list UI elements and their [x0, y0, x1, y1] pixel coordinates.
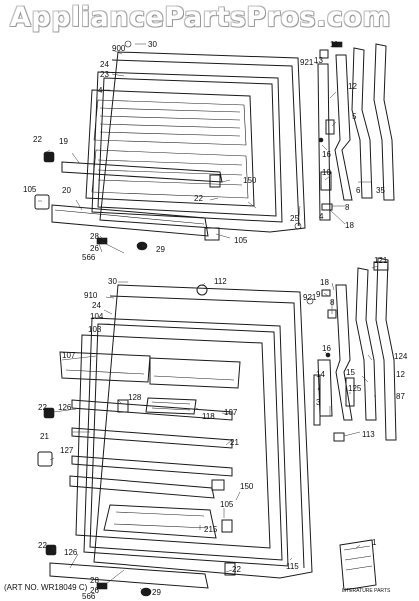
freezer-door-assembly — [34, 40, 395, 251]
callout-30-bottom: 30 — [108, 277, 117, 286]
callout-127: 127 — [60, 446, 74, 455]
callout-11: 11 — [330, 40, 339, 49]
callout-3: 3 — [316, 398, 321, 407]
callout-6: 6 — [356, 186, 361, 195]
callout-4-top: 4 — [98, 86, 103, 95]
callout-22-top-mid: 22 — [194, 194, 203, 203]
fresh-food-door-assembly — [37, 257, 397, 597]
callout-5-top: 5 — [352, 112, 357, 121]
callout-107-left: 107 — [62, 351, 76, 360]
callout-104: 104 — [90, 312, 104, 321]
leader-lines — [38, 43, 379, 593]
callout-22-bottom-upper: 22 — [38, 403, 47, 412]
callout-29-bottom: 29 — [152, 588, 161, 597]
callout-105-top-left: 105 — [23, 185, 37, 194]
callout-23: 23 — [100, 70, 109, 79]
callout-16-bottom: 16 — [322, 344, 331, 353]
callout-118: 118 — [202, 412, 215, 421]
literature-parts-label: LITERATURE PARTS — [342, 588, 391, 594]
callout-126-upper: 126 — [58, 403, 72, 412]
callout-87: 87 — [396, 392, 405, 401]
callout-22-top-left: 22 — [33, 135, 42, 144]
callout-10: 10 — [322, 168, 331, 177]
callout-12-top: 12 — [348, 82, 357, 91]
callout-30-top: 30 — [148, 40, 157, 49]
callout-4-top-right: 4 — [319, 212, 324, 221]
callout-21-left: 21 — [40, 432, 49, 441]
callout-128: 128 — [128, 393, 142, 402]
callout-910: 910 — [84, 291, 98, 300]
callout-566-bottom: 566 — [82, 592, 96, 601]
art-number: (ART NO. WR18049 C) — [4, 583, 88, 592]
callout-19: 19 — [59, 137, 68, 146]
callout-215: 215 — [204, 525, 218, 534]
callout-8-top: 8 — [345, 203, 350, 212]
callout-126-lower: 126 — [64, 548, 78, 557]
callout-13: 13 — [314, 56, 323, 65]
callout-112: 112 — [214, 277, 227, 286]
watermark-logo: AppliancePartsPros.com — [10, 2, 392, 33]
callout-15: 15 — [346, 368, 355, 377]
callout-21-right: 21 — [230, 438, 239, 447]
callout-566-top: 566 — [82, 253, 96, 262]
callout-125: 125 — [348, 384, 362, 393]
callout-29-top: 29 — [156, 245, 165, 254]
callout-22-bottom-right: 22 — [232, 565, 241, 574]
callout-18-bottom: 18 — [320, 278, 329, 287]
callout-121: 121 — [374, 256, 388, 265]
callout-9: 9 — [316, 290, 321, 299]
callout-18-top: 18 — [345, 221, 354, 230]
callout-105-bottom: 105 — [220, 500, 234, 509]
callout-28-top: 28 — [90, 232, 99, 241]
callout-124: 124 — [394, 352, 408, 361]
callout-26-top: 26 — [90, 244, 99, 253]
callout-900: 900 — [112, 44, 126, 53]
callout-26-bottom: 26 — [90, 586, 99, 595]
callout-35: 35 — [376, 186, 385, 195]
callout-150-bottom: 150 — [240, 482, 254, 491]
callout-150-top: 150 — [243, 176, 257, 185]
callout-25: 25 — [290, 214, 299, 223]
callout-8-bottom: 8 — [330, 298, 335, 307]
callout-1: 1 — [372, 538, 377, 547]
callout-115: 115 — [286, 562, 299, 571]
callout-16-top: 16 — [322, 150, 331, 159]
callout-28-bottom: 28 — [90, 576, 99, 585]
callout-14: 14 — [316, 370, 325, 379]
callout-103: 103 — [88, 325, 102, 334]
callout-24-bottom: 24 — [92, 301, 101, 310]
callout-105-top-right: 105 — [234, 236, 248, 245]
callout-24-top: 24 — [100, 60, 109, 69]
callout-22-bottom-lower: 22 — [38, 541, 47, 550]
callout-921-bottom: 921 — [303, 293, 317, 302]
callout-113: 113 — [362, 430, 375, 439]
callout-921-top: 921 — [300, 58, 314, 67]
callout-12-bottom: 12 — [396, 370, 405, 379]
callout-20: 20 — [62, 186, 71, 195]
callout-107-right: 107 — [224, 408, 238, 417]
